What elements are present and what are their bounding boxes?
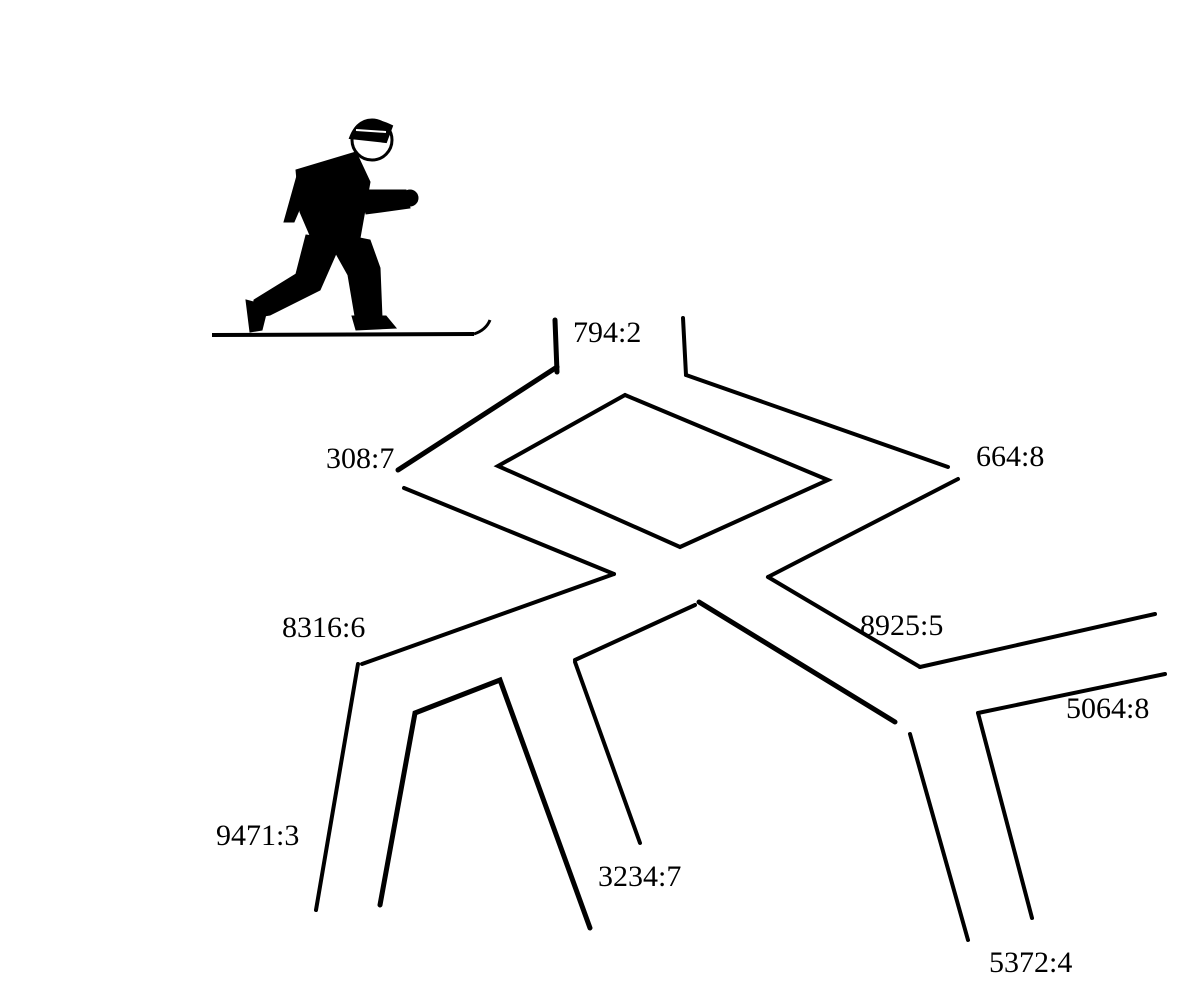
trail-edge: [976, 672, 1167, 715]
trail-edge: [573, 603, 697, 662]
trail-island: [493, 393, 834, 550]
trail-label-bottom-left: 9471:3: [216, 819, 300, 852]
trail-edge: [684, 373, 950, 469]
trail-label-right: 5064:8: [1066, 692, 1150, 725]
trail-edge: [360, 572, 616, 666]
trail-label-top: 794:2: [573, 316, 642, 349]
trail-edge: [976, 711, 1034, 920]
trail-label-upper-left: 308:7: [326, 442, 395, 475]
trail-edge: [766, 477, 960, 579]
trail-edge: [696, 599, 898, 725]
trail-label-bottom-right: 5372:4: [989, 946, 1073, 979]
trail-edge: [918, 612, 1157, 669]
trail-label-upper-right: 664:8: [976, 440, 1045, 473]
trail-edge: [573, 660, 642, 845]
trail-edge: [552, 317, 560, 375]
trail-label-mid-left: 8316:6: [282, 611, 366, 644]
trail-edge: [377, 676, 593, 931]
trail-edge: [314, 662, 360, 912]
trail-edge: [681, 316, 688, 377]
trail-edge: [402, 486, 616, 576]
trail-label-mid-right: 8925:5: [860, 609, 944, 642]
trail-label-bottom-mid: 3234:7: [598, 860, 682, 893]
trail-edge: [395, 364, 560, 473]
skier-icon: [211, 118, 492, 337]
trail-edge: [908, 732, 970, 942]
trail-edge: [766, 575, 922, 669]
